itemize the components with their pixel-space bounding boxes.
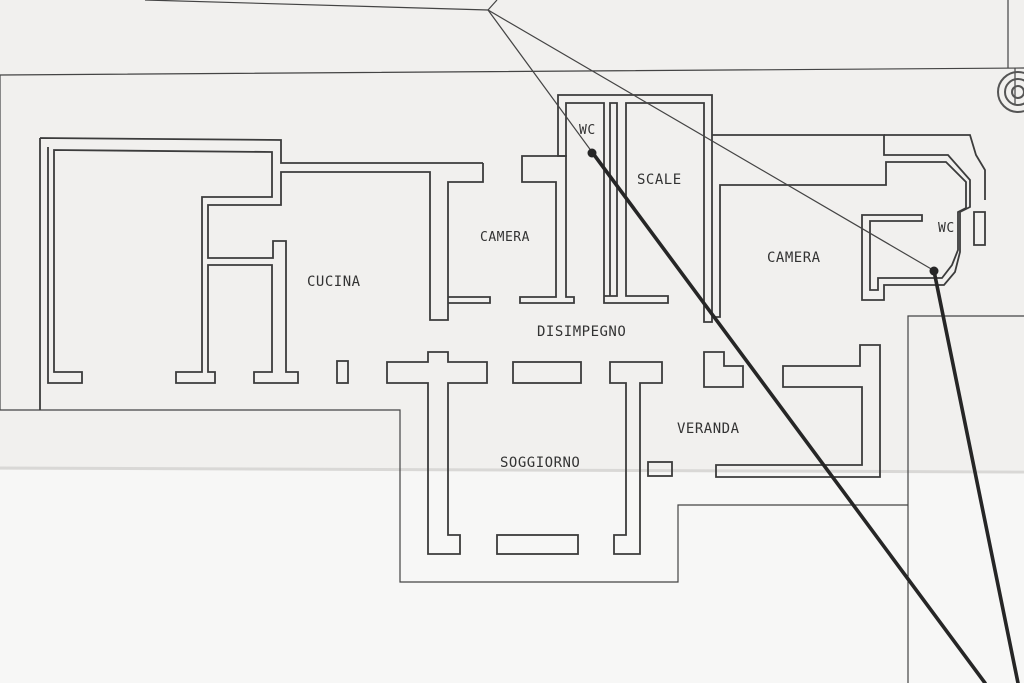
- room-label-camera-center: CAMERA: [480, 230, 530, 245]
- camera-right-walls: [712, 134, 986, 318]
- disimpegno-soggiorno-walls: [386, 351, 663, 555]
- veranda-walls: [647, 344, 881, 478]
- room-label-wc-center: WC: [579, 123, 596, 138]
- camera-center-walls: [448, 155, 575, 304]
- fold-crease: [0, 466, 1024, 474]
- room-label-wc-right: WC: [938, 221, 955, 236]
- room-label-veranda: VERANDA: [677, 421, 740, 437]
- room-label-soggiorno: SOGGIORNO: [500, 455, 580, 471]
- room-label-cucina: CUCINA: [307, 274, 361, 290]
- room-label-disimpegno: DISIMPEGNO: [537, 324, 626, 340]
- cucina-walls: [39, 137, 484, 410]
- wc-scale-walls: [557, 94, 713, 323]
- pointer-wc-center: [587, 148, 987, 683]
- room-label-camera-right: CAMERA: [767, 250, 821, 266]
- paper-fold: [0, 470, 1024, 683]
- guide-lines: [144, 0, 934, 271]
- room-label-scale: SCALE: [637, 172, 682, 188]
- pointer-wc-right: [929, 266, 1020, 683]
- building-outline: [0, 67, 1024, 683]
- spiral-element: [997, 71, 1024, 113]
